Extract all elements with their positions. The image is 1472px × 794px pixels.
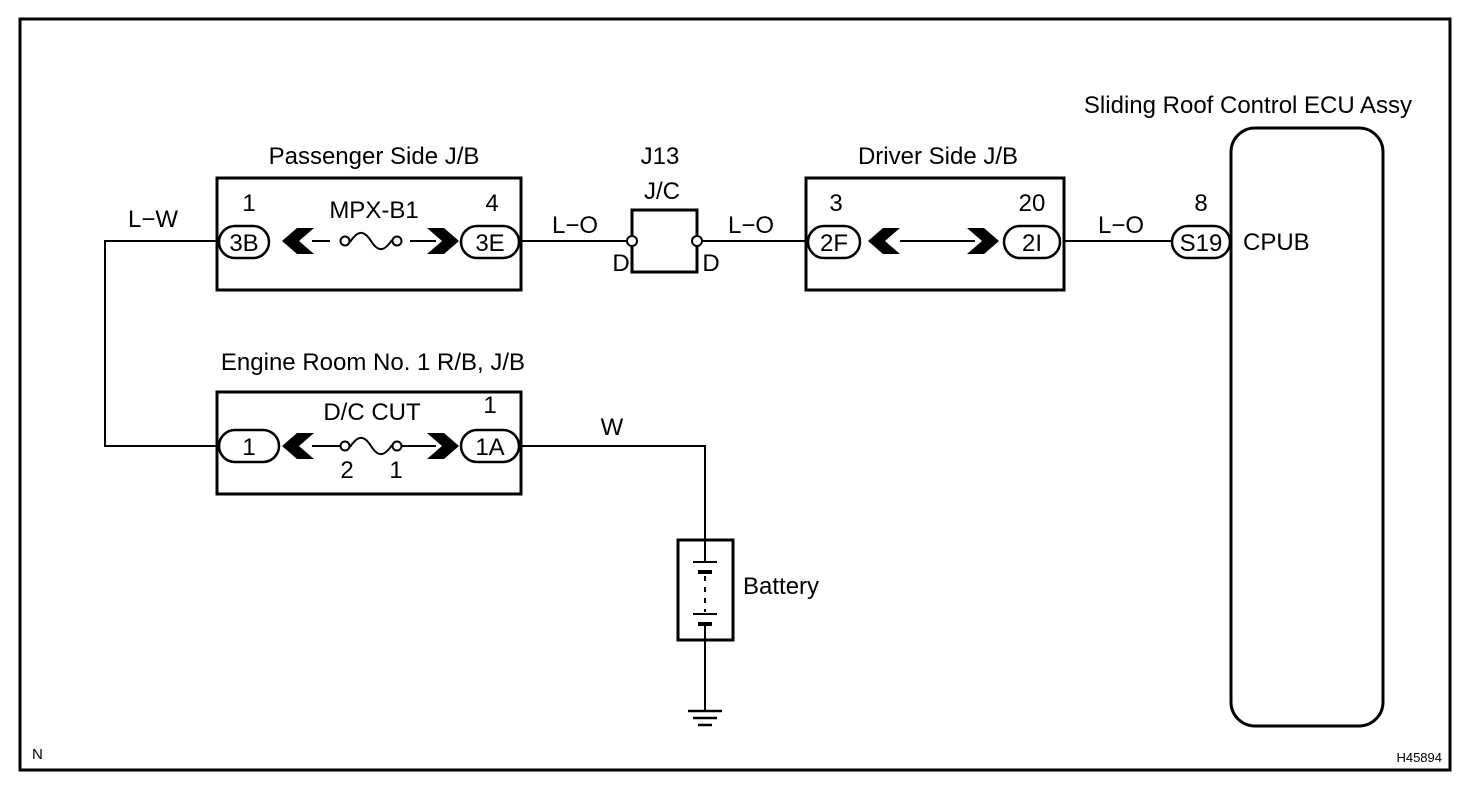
connector-arrow-icon: [427, 433, 459, 459]
connector-2f-label: 2F: [820, 230, 848, 257]
fuse-icon: [330, 231, 410, 251]
wire-w: [521, 445, 706, 540]
passenger-jb-title: Passenger Side J/B: [269, 143, 480, 170]
connector-1-label: 1: [242, 434, 255, 461]
connector-arrow-icon: [427, 228, 459, 254]
connector-1: [217, 428, 281, 464]
wire-lines: [104, 240, 1172, 710]
driver-junction-block: Driver Side J/B 3 20 2F 2I: [804, 143, 1066, 292]
connector-3e: [459, 224, 521, 260]
fuse-icon: [339, 436, 403, 456]
engine-fuse-pin-right: 1: [389, 457, 402, 484]
battery: Battery: [676, 538, 819, 642]
driver-jb-title: Driver Side J/B: [858, 143, 1018, 170]
wire-label-l-w: L−W: [128, 206, 178, 233]
jc-left-label: D: [612, 250, 629, 277]
driver-jb-box: [804, 176, 1066, 292]
driver-left-pin: 3: [829, 190, 842, 217]
engine-rb-title: Engine Room No. 1 R/B, J/B: [221, 349, 525, 376]
engine-room-relay-block: Engine Room No. 1 R/B, J/B D/C CUT 1 1 1…: [215, 349, 525, 496]
connector-2f: [806, 224, 862, 260]
jc-id: J13: [641, 143, 680, 170]
connector-arrow-icon: [868, 228, 900, 254]
driver-right-pin: 20: [1019, 190, 1046, 217]
connector-2i-label: 2I: [1022, 230, 1042, 257]
ecu-title: Sliding Roof Control ECU Assy: [1084, 92, 1412, 119]
wire-label-l-o-2: L−O: [728, 212, 774, 239]
passenger-junction-block: Passenger Side J/B MPX-B1 1 4 3B 3E: [215, 143, 523, 292]
corner-label-left: N: [32, 746, 43, 763]
ecu-box: [1229, 126, 1385, 728]
wire-label-l-o-1: L−O: [552, 212, 598, 239]
jc-terminal-icon: [626, 235, 638, 247]
connector-s19-label: S19: [1180, 230, 1223, 257]
battery-label: Battery: [743, 573, 819, 600]
jc-box: [630, 208, 699, 274]
connector-3b: [217, 224, 271, 260]
ecu-terminal: CPUB: [1243, 229, 1310, 256]
passenger-left-pin: 1: [242, 190, 255, 217]
sliding-roof-ecu: Sliding Roof Control ECU Assy 8 S19 CPUB: [1084, 92, 1412, 728]
figure-code: H45894: [1396, 750, 1442, 765]
jc-title: J/C: [644, 178, 680, 205]
connector-1a: [459, 428, 521, 464]
wire-label-l-o-3: L−O: [1098, 212, 1144, 239]
jc-right-label: D: [702, 250, 719, 277]
jc-terminal-icon: [691, 235, 703, 247]
junction-connector-j13: J13 J/C D D: [612, 143, 719, 277]
engine-rb-box: [215, 390, 523, 496]
ground-icon: [688, 709, 722, 727]
engine-fuse-pin-left: 2: [340, 457, 353, 484]
connector-arrow-icon: [282, 433, 314, 459]
connector-3e-label: 3E: [475, 230, 504, 257]
passenger-fuse-label: MPX-B1: [329, 197, 418, 224]
engine-right-pin: 1: [483, 392, 496, 419]
diagram-frame: [18, 17, 1452, 772]
engine-fuse-label: D/C CUT: [323, 399, 421, 426]
wire-l-w: [104, 240, 217, 447]
connector-arrow-icon: [282, 228, 314, 254]
connector-s19: [1170, 224, 1232, 260]
passenger-jb-box: [215, 176, 523, 292]
wire-label-w: W: [601, 414, 624, 441]
ecu-pin: 8: [1194, 190, 1207, 217]
connector-3b-label: 3B: [229, 230, 258, 257]
connector-2i: [1002, 224, 1062, 260]
connector-arrow-icon: [967, 228, 999, 254]
passenger-right-pin: 4: [485, 190, 498, 217]
connector-1a-label: 1A: [475, 434, 504, 461]
